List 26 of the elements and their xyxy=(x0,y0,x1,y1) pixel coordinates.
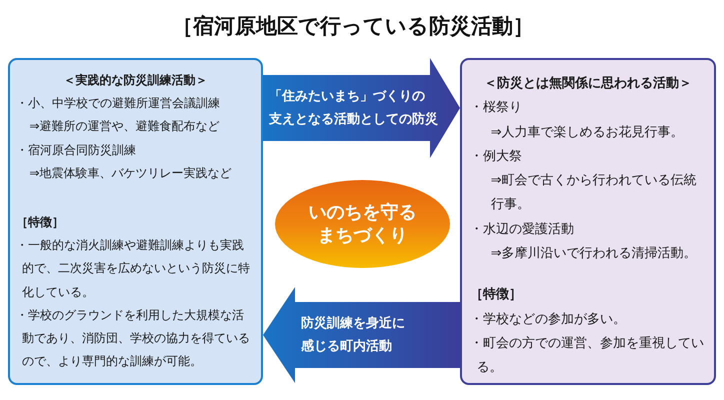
edge-label: 「住みたいまち」づくりの支えとなる活動としての防災 xyxy=(269,88,439,129)
list-item: ・桜祭り xyxy=(470,99,522,118)
list-detail: ⇒避難所の運営や、避難食配布など xyxy=(28,118,220,136)
diagram-title: ［宿河原地区で行っている防災活動］ xyxy=(172,13,534,40)
list-item: ・水辺の愛護活動 xyxy=(470,220,574,239)
block-arrow xyxy=(263,287,460,383)
list-item: ・小、中学校での避難所運営会議訓練 xyxy=(16,95,220,112)
section-heading: ［特徴］ xyxy=(16,214,64,232)
list-detail: ⇒人力車で楽しめるお花見行事。 xyxy=(490,124,684,142)
edge-label: 防災訓練を身近に感じる町内活動 xyxy=(301,315,406,356)
list-detail: ⇒多摩川沿いで行われる清掃活動。 xyxy=(490,245,697,264)
activity-panel xyxy=(8,58,263,385)
activity-panel xyxy=(460,58,716,385)
panel-heading: ＜実践的な防災訓練活動＞ xyxy=(64,72,208,89)
list-item: ・一般的な消火訓練や避難訓練よりも実践的で、二次災害を広めないという防災に特化している。 xyxy=(16,237,252,301)
node-text: いのちを守るまちづくり xyxy=(308,201,418,247)
list-item: ・町会の方での運営、参加を重視している。 xyxy=(470,334,705,378)
list-item: ・宿河原合同防災訓練 xyxy=(16,142,136,159)
list-item: ・学校のグラウンドを利用した大規模な活動であり、消防団、学校の協力を得ているので、より専門的な訓練が可能。 xyxy=(16,306,252,370)
list-detail: ⇒地震体験車、バケツリレー実践など xyxy=(28,164,232,182)
block-arrow xyxy=(263,58,460,158)
list-detail: ⇒町会で古くから行われている伝統行事。 xyxy=(490,172,698,214)
panel-heading: ＜防災とは無関係に思われる活動＞ xyxy=(484,75,692,93)
list-item: ・例大祭 xyxy=(470,148,522,166)
list-item: ・学校などの参加が多い。 xyxy=(470,310,626,329)
section-heading: ［特徴］ xyxy=(470,286,522,304)
